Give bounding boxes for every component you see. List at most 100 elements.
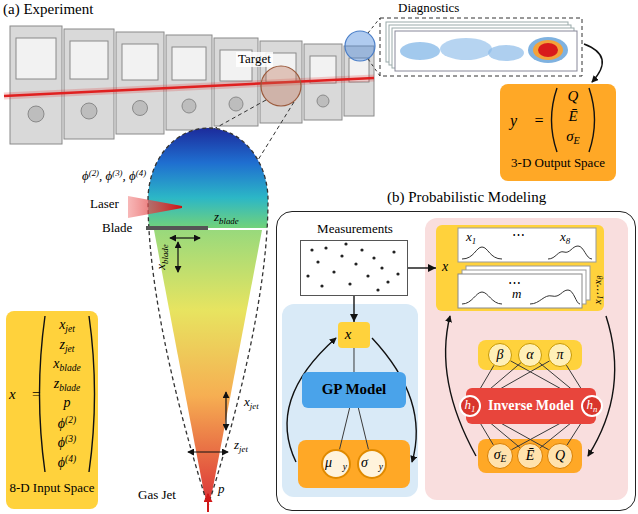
laser-beam [4,78,374,96]
gas-jet-illustration [225,392,226,430]
diagnostic-frames [488,45,524,61]
text-part: blade [219,216,239,226]
target-highlight [261,66,301,106]
scatter-points [306,274,309,277]
measurement-plot: Measurements [300,240,408,296]
vector-entry: xblade [47,356,87,374]
diagnostic-frames [533,40,563,60]
scatter-points [392,250,395,253]
model-box: Inverse Model [466,388,596,424]
vector-symbol: x⃗ = [9,386,41,403]
diagnostic-frames [440,38,492,60]
beamline-chamber [317,95,329,107]
vector-entry: xjet [47,317,87,335]
scatter-points [386,280,389,283]
text-part: x [466,229,472,244]
output-circle: Ē [517,443,543,469]
scatter-points [332,270,335,273]
parameter-label: ϕ(2), ϕ(3), ϕ(4) [82,168,146,184]
text-part: y [343,462,347,472]
node-text: Q [555,448,565,464]
beamline-chamber [166,35,212,130]
text-part: jet [239,444,248,454]
input-space-panel [89,316,95,472]
parameter-label: xjet [244,395,259,411]
node-text: σE [494,447,507,465]
parameter-circle: π [548,343,572,367]
text-part: ϕ [58,454,65,469]
output-space-panel [552,88,558,152]
gas-jet-illustration [207,494,209,512]
scatter-points [376,288,379,291]
parameter-label: p [218,482,225,497]
inverse-region [425,218,628,500]
text-part: jet [250,401,259,411]
text-part: x [560,229,566,244]
diagnostic-frames [380,18,582,76]
diagnostics-highlight [368,59,380,76]
part-label: Diagnostics [398,1,459,16]
node-text: β [497,347,504,363]
output-space-box: y⃗ =QĒσE3-D Output Space [500,84,616,181]
gp-region [298,440,410,488]
vector-entry: ϕ(2) [47,415,87,432]
text-part: 8 [566,236,570,246]
variable-label: x1 [466,230,476,246]
vector-entry: Q [557,88,589,105]
connector [408,267,436,268]
input-space-panel [6,311,98,509]
diagnostic-frames [380,18,602,82]
laser-beam [4,78,374,96]
text-part: μ⃗ [325,455,343,470]
diagnostic-frames [538,43,558,57]
text-part: x [591,299,603,304]
scatter-points [344,242,347,245]
gas-jet-illustration [128,128,280,512]
output-space-panel [500,84,616,181]
scatter-points [380,266,383,269]
parameter-circle: β [488,343,512,367]
node-text: Ē [526,448,535,464]
node-text: hn [587,398,598,414]
input-space-panel [6,311,98,509]
inverse-region [446,316,476,456]
text-part: (3) [65,434,76,444]
vector-symbol: y⃗ = [510,112,544,130]
text-part: h [465,397,472,412]
inverse-region [478,439,582,473]
beamline-chamber [122,44,158,80]
beamline-chamber [10,26,62,144]
inverse-region [458,228,596,262]
panel-title: (b) Probabilistic Modeling [387,189,546,206]
text-part: σ [566,128,573,144]
beamline-chamber [70,41,108,79]
text-part: (4) [136,168,146,178]
target-highlight [258,102,294,160]
text-part: 1 [472,236,476,246]
text-part: 8 [596,276,605,280]
output-circle: σ⃗y [357,449,387,479]
text-part: ϕ [82,168,89,183]
inverse-region [458,274,582,308]
beamline-chamber [229,97,243,111]
scatter-points [340,254,343,257]
connector [340,408,350,449]
beamline-chamber [16,38,56,79]
part-label: Target [236,52,273,67]
node-text: α [526,347,533,363]
box-caption: 8-D Input Space [6,481,98,496]
text-part: x [244,394,250,409]
part-label: Gas Jet [138,488,176,503]
gp-region [282,304,418,497]
connector [353,296,354,322]
output-circle: μ⃗y [321,449,351,479]
gas-jet-illustration [188,451,228,452]
vector-symbol: x⃗ [442,259,459,275]
gas-jet-illustration [170,237,200,238]
diagnostics-highlight [345,18,380,76]
vector-entry: zjet [47,337,87,355]
text-part: 1 [471,404,475,414]
